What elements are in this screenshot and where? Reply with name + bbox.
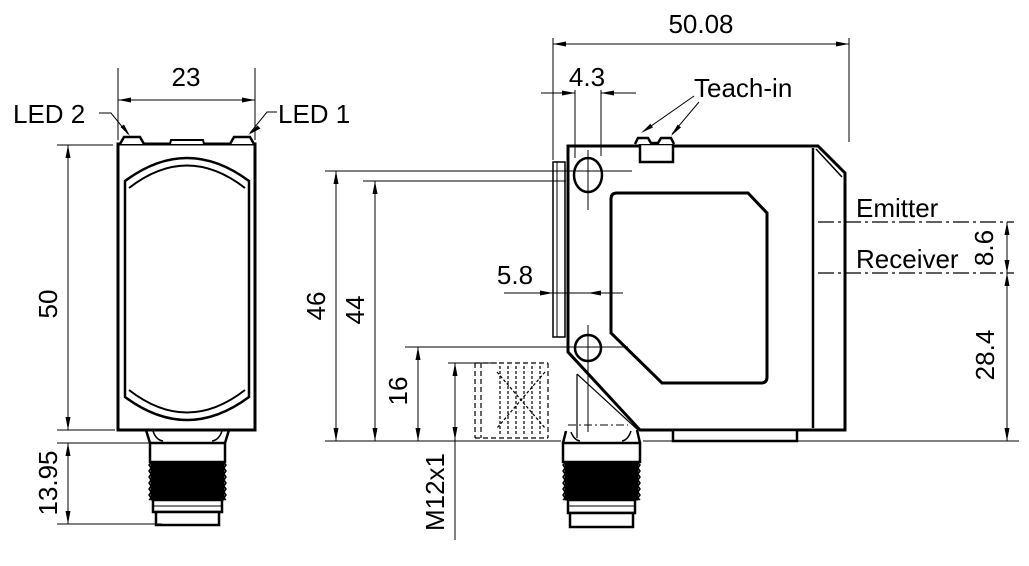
dimension-arrows <box>333 41 1010 441</box>
receiver-bottom-dim-text: 28.4 <box>970 330 1000 381</box>
thread-label: M12x1 <box>420 453 450 531</box>
teach-button-recess <box>638 142 675 164</box>
drawing-labels: LED 2 LED 1 23 50 13.95 50.08 4.3 Teach-… <box>13 9 1000 531</box>
led1-label: LED 1 <box>278 99 350 129</box>
front-width-dim-text: 23 <box>172 62 201 92</box>
front-connector-neck <box>144 429 231 444</box>
mounting-foot-plate <box>671 428 799 443</box>
led1-bump <box>228 135 256 145</box>
sensing-face-plate <box>552 161 566 338</box>
side-thread-crest-right <box>637 462 641 501</box>
front-connector-collar <box>148 441 227 464</box>
led1-leader <box>249 111 277 134</box>
front-housing-outline <box>116 142 257 432</box>
side-connector-collar <box>561 441 642 464</box>
led2-bump <box>118 135 146 145</box>
dimension-arrows <box>65 97 261 524</box>
front-height-dim-text: 50 <box>33 290 63 319</box>
front-view-dimensions <box>57 68 277 525</box>
side-thread-crest-left <box>562 462 566 501</box>
side-optics-window <box>609 191 769 385</box>
front-lens-inner-arc-top <box>128 164 246 189</box>
emitter-receiver-dim-text: 8.6 <box>969 230 999 266</box>
chamfer-inner-line <box>815 148 843 178</box>
side-view-dimensions <box>325 38 1019 540</box>
thread-crest-right <box>223 462 227 501</box>
top-center-tab <box>169 139 205 145</box>
front-connector-thread <box>150 461 225 501</box>
emitter-label: Emitter <box>856 193 939 223</box>
front-connector-cap <box>154 510 221 527</box>
teach-leader-1 <box>643 95 695 132</box>
receiver-label: Receiver <box>856 244 959 274</box>
led2-label: LED 2 <box>13 99 85 129</box>
neck-relief-arcs <box>152 430 223 442</box>
front-lens-outline <box>123 156 251 422</box>
hidden-thread-boss <box>474 362 549 439</box>
side-connector-neck <box>561 429 642 444</box>
face-hole-dim-text: 5.8 <box>497 260 533 290</box>
led2-leader <box>99 112 129 135</box>
teach-in-label: Teach-in <box>694 73 792 103</box>
hole-dia-dim-text: 4.3 <box>569 62 605 92</box>
side-neck-relief-arcs <box>570 430 632 442</box>
height-46-dim-text: 46 <box>301 292 331 321</box>
thread-crest-left <box>148 462 152 501</box>
front-lens-inner-arc-bottom <box>128 389 246 414</box>
side-connector-thread <box>564 461 639 501</box>
angled-face-inner-diag <box>576 373 639 431</box>
front-view <box>116 135 257 527</box>
side-width-dim-text: 50.08 <box>668 9 733 39</box>
teach-button <box>633 136 676 145</box>
height-44-dim-text: 44 <box>340 296 370 325</box>
front-connector-dim-text: 13.95 <box>33 450 63 515</box>
side-view <box>474 136 847 529</box>
side-connector-cap <box>568 511 635 529</box>
hole-bottom-dim-text: 16 <box>383 377 413 406</box>
